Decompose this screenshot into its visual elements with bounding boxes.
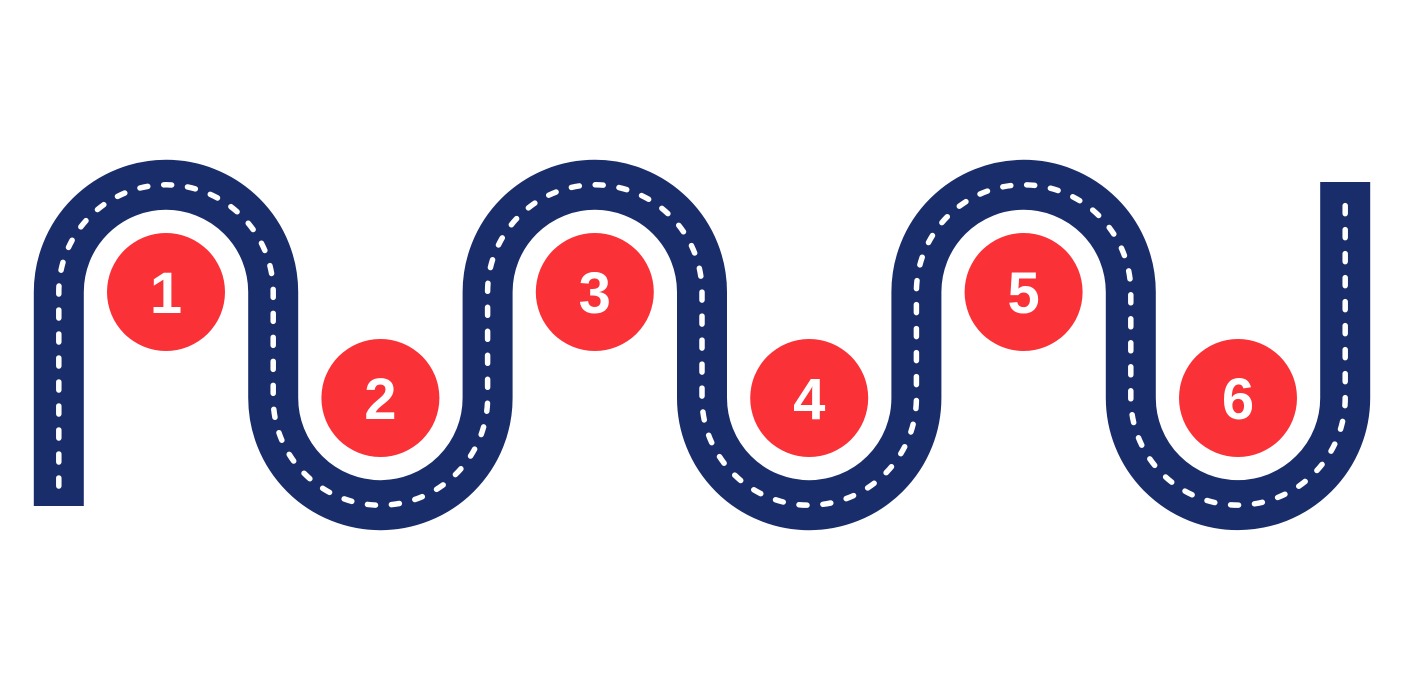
milestone-2: 2: [321, 339, 440, 457]
milestone-1-circle: [107, 233, 225, 351]
milestone-6-circle: [1179, 339, 1297, 457]
road-centerline-dashes: [56, 182, 1348, 508]
milestone-4: 4: [750, 339, 869, 457]
milestone-6: 6: [1179, 339, 1297, 457]
milestone-2-label: 2: [364, 367, 396, 432]
milestone-6-label: 6: [1222, 367, 1254, 432]
milestone-3-circle: [535, 233, 654, 351]
milestone-4-label: 4: [793, 367, 825, 432]
milestone-3-label: 3: [579, 261, 611, 326]
milestone-1-label: 1: [150, 261, 182, 326]
milestone-3: 3: [535, 233, 654, 351]
milestone-5-label: 5: [1007, 261, 1039, 326]
milestone-2-circle: [321, 339, 440, 457]
milestone-4-circle: [750, 339, 869, 457]
milestone-5-circle: [964, 233, 1083, 351]
milestone-5: 5: [964, 233, 1083, 351]
milestone-1: 1: [107, 233, 225, 351]
